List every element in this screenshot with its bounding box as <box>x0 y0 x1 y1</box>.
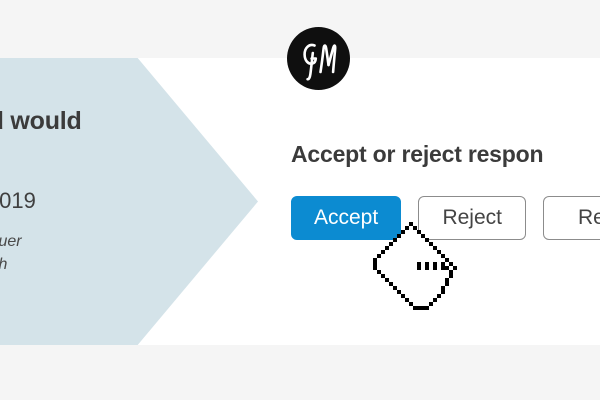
testimonial-body-line-3: olore” <box>0 276 22 299</box>
reply-button[interactable]: Rep <box>543 196 600 240</box>
page-band-bottom <box>0 345 600 400</box>
testimonial-date: uary 2019 <box>0 188 36 213</box>
testimonial-headline-line-1: d and would <box>0 107 82 135</box>
testimonial-body-line-1: onsectetuer <box>0 233 22 250</box>
gm-monogram-logo-icon <box>287 27 350 90</box>
testimonial-headline: d and would offer. <box>0 104 198 172</box>
testimonial-body: onsectetuer mmy nibh olore” <box>0 230 22 299</box>
testimonial-headline-line-2: offer. <box>0 138 198 172</box>
page-title: Accept or reject respon <box>291 141 544 167</box>
reject-button[interactable]: Reject <box>418 196 527 240</box>
action-button-row: Accept Reject Rep <box>291 196 600 240</box>
accept-button[interactable]: Accept <box>291 196 402 240</box>
testimonial-panel-inner: d and would offer. uary 2019 onsectetuer… <box>0 58 258 345</box>
testimonial-body-line-2: mmy nibh <box>0 253 22 276</box>
